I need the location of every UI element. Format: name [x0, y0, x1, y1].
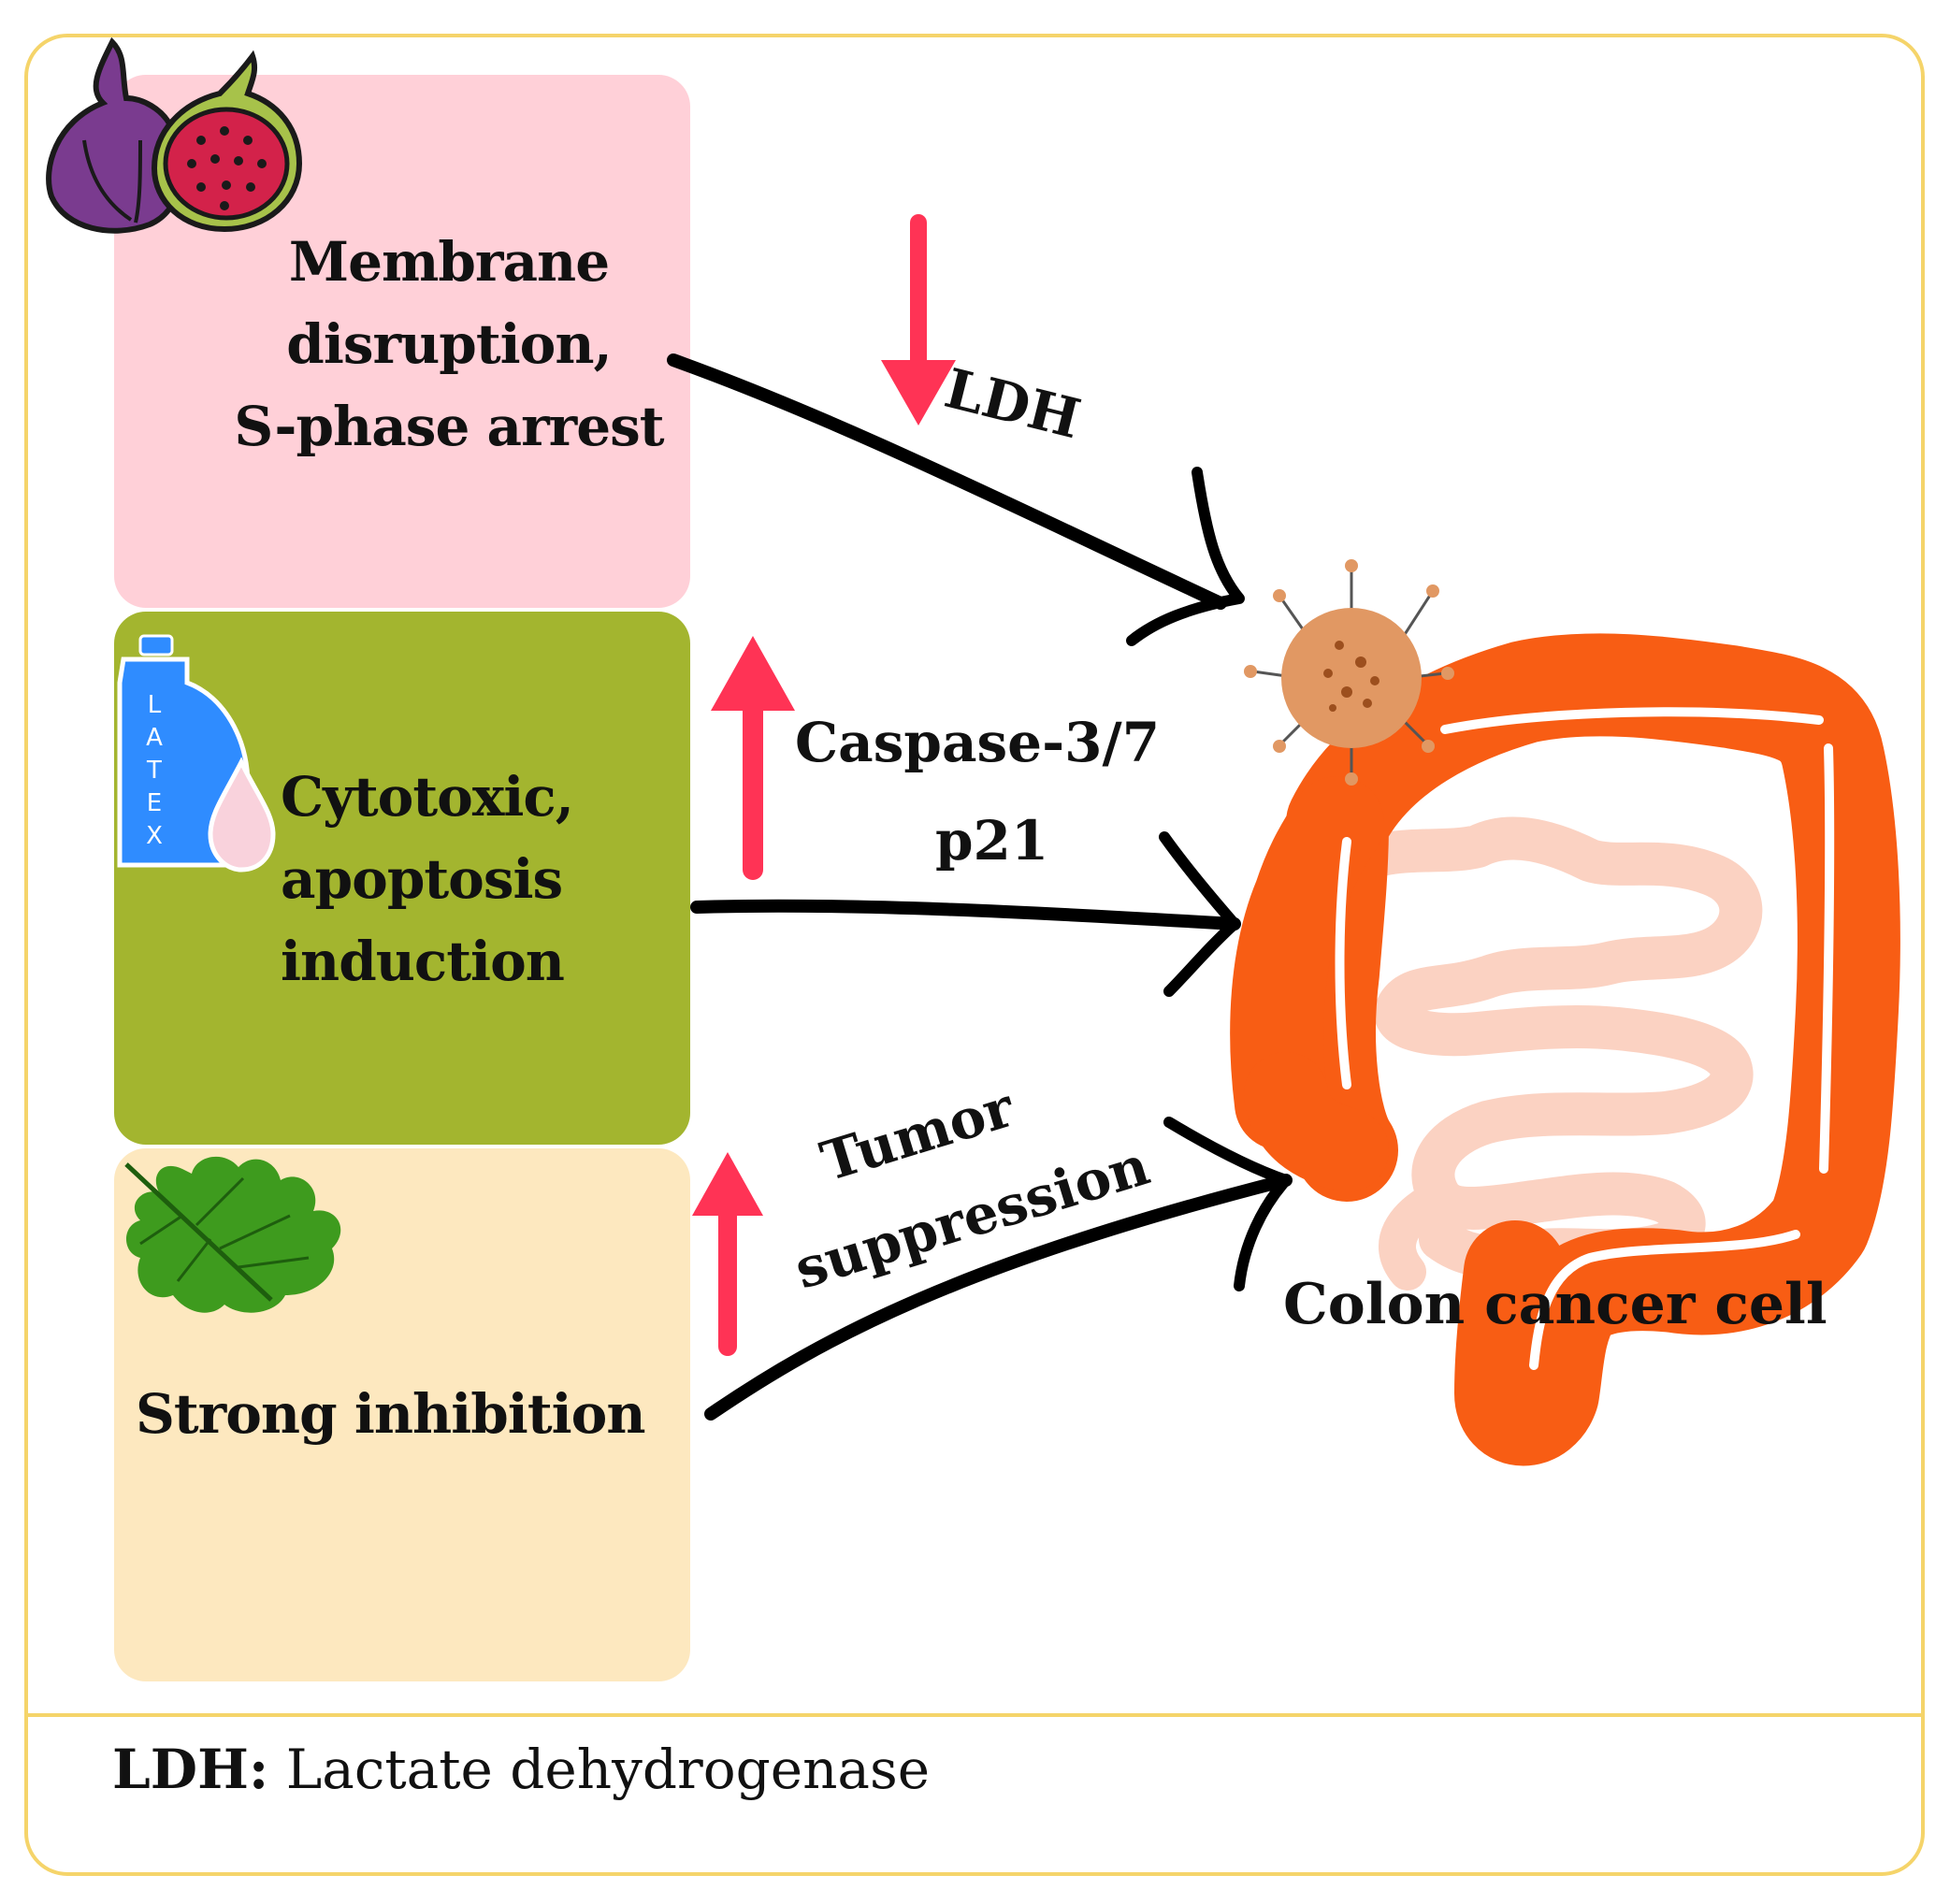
cancer-cell-icon [1244, 559, 1454, 786]
colon-cancer-cell-label: Colon cancer cell [1283, 1272, 1827, 1337]
fruit-to-colon-arrow [667, 353, 1245, 646]
colon-icon [1230, 633, 1900, 1465]
legend-definition: Lactate dehydrogenase [285, 1738, 931, 1801]
latex-letter: E [147, 789, 162, 817]
latex-letter: X [146, 822, 163, 850]
latex-bottle-icon: L A T E X [117, 634, 276, 873]
fig-fruit-icon [46, 36, 303, 234]
latex-letter: L [148, 691, 162, 719]
diagram-frame [24, 34, 1925, 1876]
legend: LDH: Lactate dehydrogenase [112, 1738, 930, 1801]
latex-letter: A [146, 724, 163, 752]
tumor-suppression-increase-arrow [692, 1152, 763, 1356]
fig-leaf-icon [124, 1156, 341, 1313]
ldh-decrease-arrow [881, 214, 956, 426]
latex-letter: T [146, 757, 162, 785]
fruit-panel-text: Membrane disruption, S-phase arrest [234, 230, 664, 458]
latex-to-colon-arrow [690, 831, 1241, 997]
p21-label: p21 [935, 809, 1049, 873]
caspase-label: Caspase-3/7 [795, 711, 1161, 774]
legend-abbreviation: LDH: [112, 1738, 269, 1801]
latex-panel-text: Cytotoxic, apoptosis induction [281, 765, 574, 993]
leaf-panel-text: Strong inhibition [136, 1382, 646, 1446]
leaf-to-colon-arrow [704, 1117, 1293, 1421]
legend-divider [26, 1713, 1923, 1717]
caspase-increase-arrow [711, 636, 795, 880]
